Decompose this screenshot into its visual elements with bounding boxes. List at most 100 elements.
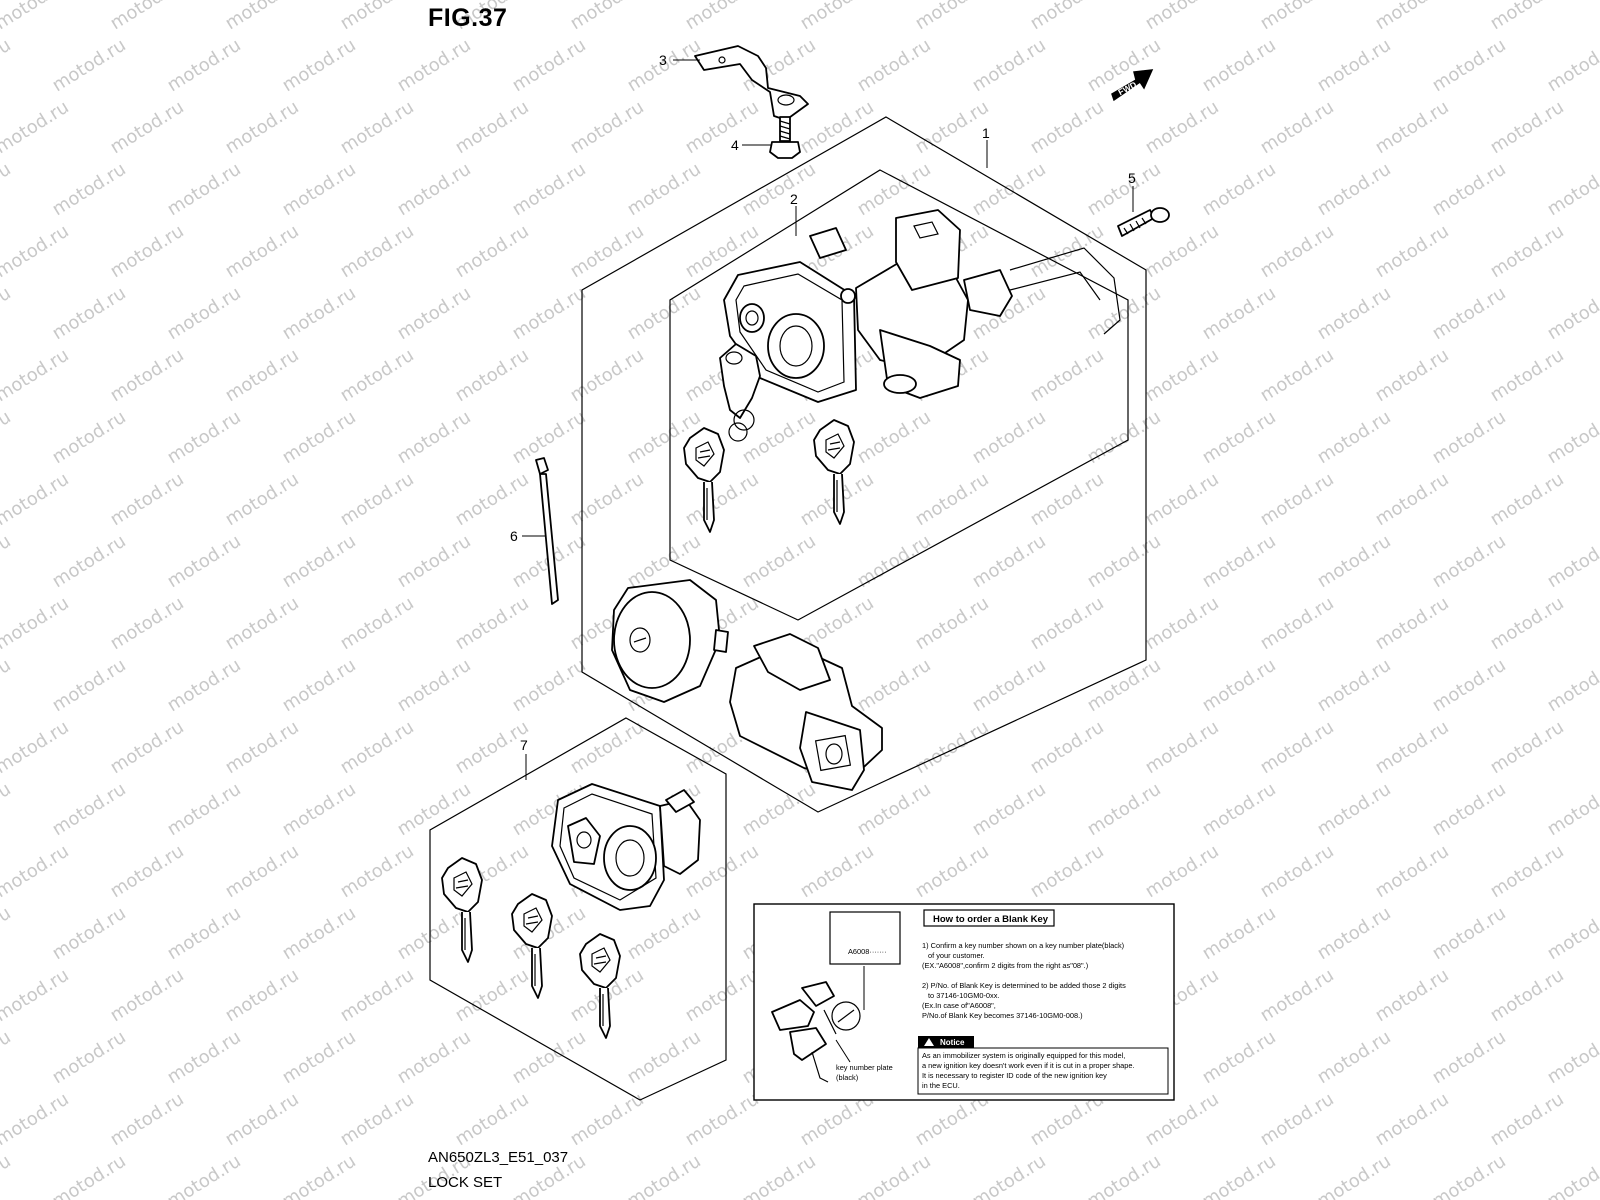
watermark-text: motod.ru bbox=[279, 283, 360, 345]
watermark-text: motod.ru bbox=[854, 779, 935, 841]
watermark-text: motod.ru bbox=[337, 717, 418, 779]
watermark-text: motod.ru bbox=[509, 283, 590, 345]
figure-code: AN650ZL3_E51_037 bbox=[428, 1149, 569, 1166]
watermark-text: motod.ru bbox=[0, 221, 73, 283]
watermark-text: motod.ru bbox=[1487, 1089, 1568, 1151]
watermark-text: motod.ru bbox=[1084, 1151, 1165, 1200]
watermark-text: motod.ru bbox=[567, 97, 648, 159]
step2-line4: P/No.of Blank Key becomes 37146-10GM0-00… bbox=[922, 1011, 1083, 1020]
watermark-text: motod.ru bbox=[624, 1027, 705, 1089]
notice-line1: As an immobilizer system is originally e… bbox=[922, 1051, 1125, 1060]
watermark-text: motod.ru bbox=[567, 0, 648, 34]
watermark-text: motod.ru bbox=[0, 283, 15, 345]
watermark-text: motod.ru bbox=[1027, 345, 1108, 407]
watermark-text: motod.ru bbox=[1314, 903, 1395, 965]
watermark-text: motod.ru bbox=[1027, 841, 1108, 903]
watermark-text: motod.ru bbox=[222, 345, 303, 407]
watermark-text: motod.ru bbox=[1314, 407, 1395, 469]
screw-part-5 bbox=[1117, 207, 1170, 237]
watermark-text: motod.ru bbox=[222, 97, 303, 159]
watermark-text: motod.ru bbox=[279, 1151, 360, 1200]
watermark-text: motod.ru bbox=[0, 159, 15, 221]
watermark-text: motod.ru bbox=[279, 531, 360, 593]
watermark-text: motod.ru bbox=[394, 531, 475, 593]
watermark-text: motod.ru bbox=[1257, 345, 1338, 407]
watermark-text: motod.ru bbox=[1257, 469, 1338, 531]
watermark-text: motod.ru bbox=[1314, 531, 1395, 593]
watermark-text: motod.ru bbox=[0, 469, 73, 531]
watermark-text: motod.ru bbox=[452, 345, 533, 407]
watermark-text: motod.ru bbox=[912, 97, 993, 159]
watermark-text: motod.ru bbox=[1544, 1151, 1600, 1200]
callout-4: 4 bbox=[731, 137, 739, 153]
watermark-text: motod.ru bbox=[1257, 221, 1338, 283]
watermark-text: motod.ru bbox=[222, 593, 303, 655]
watermark-text: motod.ru bbox=[854, 159, 935, 221]
watermark-text: motod.ru bbox=[0, 35, 15, 97]
watermark-text: motod.ru bbox=[1142, 345, 1223, 407]
watermark-text: motod.ru bbox=[969, 655, 1050, 717]
watermark-text: motod.ru bbox=[1487, 965, 1568, 1027]
watermark-text: motod.ru bbox=[969, 779, 1050, 841]
watermark-text: motod.ru bbox=[1429, 779, 1510, 841]
watermark-text: motod.ru bbox=[682, 965, 763, 1027]
watermark-text: motod.ru bbox=[624, 159, 705, 221]
watermark-text: motod.ru bbox=[739, 779, 820, 841]
watermark-text: motod.ru bbox=[337, 221, 418, 283]
leader-lines bbox=[522, 59, 1134, 780]
watermark-text: motod.ru bbox=[509, 655, 590, 717]
watermark-text: motod.ru bbox=[1027, 97, 1108, 159]
watermark-text: motod.ru bbox=[0, 531, 15, 593]
ignition-switch bbox=[723, 209, 1121, 403]
watermark-text: motod.ru bbox=[1544, 903, 1600, 965]
watermark-text: motod.ru bbox=[1314, 779, 1395, 841]
watermark-text: motod.ru bbox=[222, 1089, 303, 1151]
watermark-text: motod.ru bbox=[682, 0, 763, 34]
watermark-text: motod.ru bbox=[49, 779, 130, 841]
watermark-text: motod.ru bbox=[509, 1027, 590, 1089]
watermark-text: motod.ru bbox=[164, 655, 245, 717]
watermark-text: motod.ru bbox=[1257, 593, 1338, 655]
watermark-text: motod.ru bbox=[1199, 779, 1280, 841]
watermark-text: motod.ru bbox=[739, 407, 820, 469]
figure-title: FIG.37 bbox=[428, 4, 508, 32]
watermark-text: motod.ru bbox=[394, 283, 475, 345]
watermark-text: motod.ru bbox=[107, 717, 188, 779]
watermark-text: motod.ru bbox=[164, 407, 245, 469]
watermark-text: motod.ru bbox=[279, 655, 360, 717]
watermark-text: motod.ru bbox=[1257, 965, 1338, 1027]
watermark-text: motod.ru bbox=[452, 1089, 533, 1151]
watermark-text: motod.ru bbox=[1027, 593, 1108, 655]
watermark-text: motod.ru bbox=[682, 469, 763, 531]
watermark-text: motod.ru bbox=[1314, 655, 1395, 717]
watermark-text: motod.ru bbox=[1199, 35, 1280, 97]
watermark-text: motod.ru bbox=[49, 531, 130, 593]
watermark-text: motod.ru bbox=[394, 159, 475, 221]
watermark-text: motod.ru bbox=[969, 1151, 1050, 1200]
watermark-text: motod.ru bbox=[1027, 0, 1108, 34]
watermark-text: motod.ru bbox=[0, 779, 15, 841]
watermark-text: motod.ru bbox=[1487, 469, 1568, 531]
watermark-text: motod.ru bbox=[164, 159, 245, 221]
watermark-text: motod.ru bbox=[394, 35, 475, 97]
plate-label-1: key number plate bbox=[836, 1063, 893, 1072]
watermark-text: motod.ru bbox=[1544, 779, 1600, 841]
step1-line3: (EX."A6008",confirm 2 digits from the ri… bbox=[922, 961, 1088, 970]
watermark-text: motod.ru bbox=[912, 717, 993, 779]
set-key-1 bbox=[441, 857, 483, 963]
watermark-text: motod.ru bbox=[107, 0, 188, 34]
notice-box: How to order a Blank Key A6008······· ke… bbox=[753, 903, 1175, 1101]
watermark-text: motod.ru bbox=[567, 469, 648, 531]
bracket-part bbox=[694, 45, 809, 121]
watermark-text: motod.ru bbox=[337, 469, 418, 531]
notice-line3: It is necessary to register ID code of t… bbox=[922, 1071, 1107, 1080]
watermark-text: motod.ru bbox=[0, 0, 73, 34]
watermark-text: motod.ru bbox=[739, 531, 820, 593]
watermark-text: motod.ru bbox=[394, 655, 475, 717]
watermark-text: motod.ru bbox=[1429, 903, 1510, 965]
watermark-text: motod.ru bbox=[222, 841, 303, 903]
watermark-text: motod.ru bbox=[1142, 97, 1223, 159]
watermark-text: motod.ru bbox=[49, 1027, 130, 1089]
watermark-text: motod.ru bbox=[107, 221, 188, 283]
watermark-text: motod.ru bbox=[452, 221, 533, 283]
